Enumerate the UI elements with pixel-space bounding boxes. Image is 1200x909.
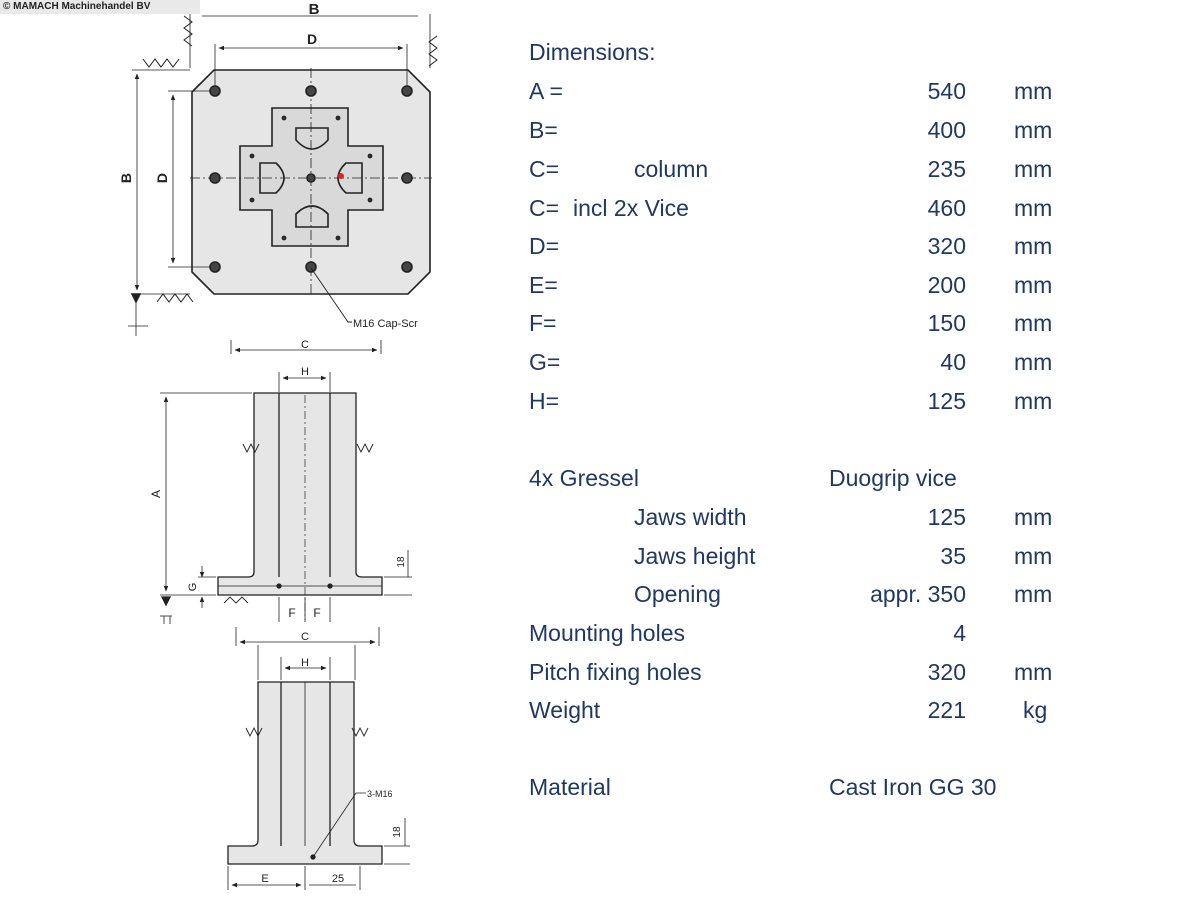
side-dim-h: H [301,366,309,378]
weight-value: 221 [927,697,966,723]
jaws-height-value: 35 [940,543,966,569]
dim-g-label: G= [529,349,561,375]
vice-label: 4x Gressel [529,465,639,491]
front-dim-e: E [261,873,268,885]
jaws-height-label: Jaws height [634,543,756,569]
dim-c2-label: C= [529,195,560,221]
dim-c-label: C= [529,156,560,182]
dim-f-label: F= [529,310,557,336]
top-dim-b: B [309,1,320,18]
mounting-holes [209,85,413,273]
side-dim-g: G [187,583,199,592]
front-dim-h: H [301,657,309,669]
front-callout-3m16: 3-M16 [367,789,393,799]
jaws-height-unit: mm [1014,543,1053,569]
front-dim-25: 25 [332,873,344,885]
dim-d-value: 320 [927,233,966,259]
dim-h-label: H= [529,388,560,414]
dim-c-note: column [634,156,709,182]
pitch-label: Pitch fixing holes [529,659,702,685]
top-view [128,14,438,336]
weight-unit: kg [1023,697,1048,723]
dim-c-unit: mm [1014,156,1053,182]
dim-g-value: 40 [940,349,966,375]
dim-b-label: B= [529,117,558,143]
dim-a-label: A = [529,78,563,104]
side-dim-f2: F [313,606,320,620]
jaws-width-label: Jaws width [634,504,747,530]
left-dim-b: B [118,173,134,183]
spec-heading: Dimensions: [529,39,656,65]
dim-e-label: E= [529,272,558,298]
dim-g-unit: mm [1014,349,1053,375]
opening-value: appr. 350 [870,581,966,607]
pitch-value: 320 [927,659,966,685]
pocket-left [259,162,285,194]
left-dim-d: D [154,173,170,183]
side-dim-a: A [149,490,163,498]
marker-dot [338,173,344,179]
side-dim-c: C [301,339,309,351]
top-dim-d: D [307,31,317,47]
screw-callout: M16 Cap-Scr [353,318,418,330]
front-dim-18: 18 [392,826,403,838]
opening-label: Opening [634,581,721,607]
dim-d-label: D= [529,233,560,259]
dim-b-value: 400 [927,117,966,143]
front-dim-c: C [301,631,309,643]
dim-c-value: 235 [927,156,966,182]
vice-model: Duogrip vice [829,465,957,491]
side-view [160,340,412,624]
pocket-top [295,127,329,150]
dim-d-unit: mm [1014,233,1053,259]
pocket-right [337,162,363,194]
side-dim-f1: F [288,606,295,620]
dim-e-unit: mm [1014,272,1053,298]
pocket-bottom [295,205,329,228]
dim-a-value: 540 [927,78,966,104]
mounting-holes-label: Mounting holes [529,620,685,646]
front-view [227,627,410,890]
dim-e-value: 200 [927,272,966,298]
dim-c2-value: 460 [927,195,966,221]
pitch-unit: mm [1014,659,1053,685]
side-dim-18: 18 [396,556,407,568]
jaws-width-value: 125 [927,504,966,530]
dim-a-unit: mm [1014,78,1053,104]
technical-drawing: B D B D M16 Cap-Scr [118,1,438,890]
jaws-width-unit: mm [1014,504,1053,530]
weight-label: Weight [529,697,601,723]
material-label: Material [529,774,611,800]
dim-c2-unit: mm [1014,195,1053,221]
dim-f-value: 150 [927,310,966,336]
opening-unit: mm [1014,581,1053,607]
dim-b-unit: mm [1014,117,1053,143]
copyright-watermark: © MAMACH Machinehandel BV [0,0,200,14]
dim-f-unit: mm [1014,310,1053,336]
dim-h-value: 125 [927,388,966,414]
mounting-holes-value: 4 [953,620,966,646]
dim-h-unit: mm [1014,388,1053,414]
dim-c2-note: incl 2x Vice [573,195,689,221]
material-value: Cast Iron GG 30 [829,774,997,800]
